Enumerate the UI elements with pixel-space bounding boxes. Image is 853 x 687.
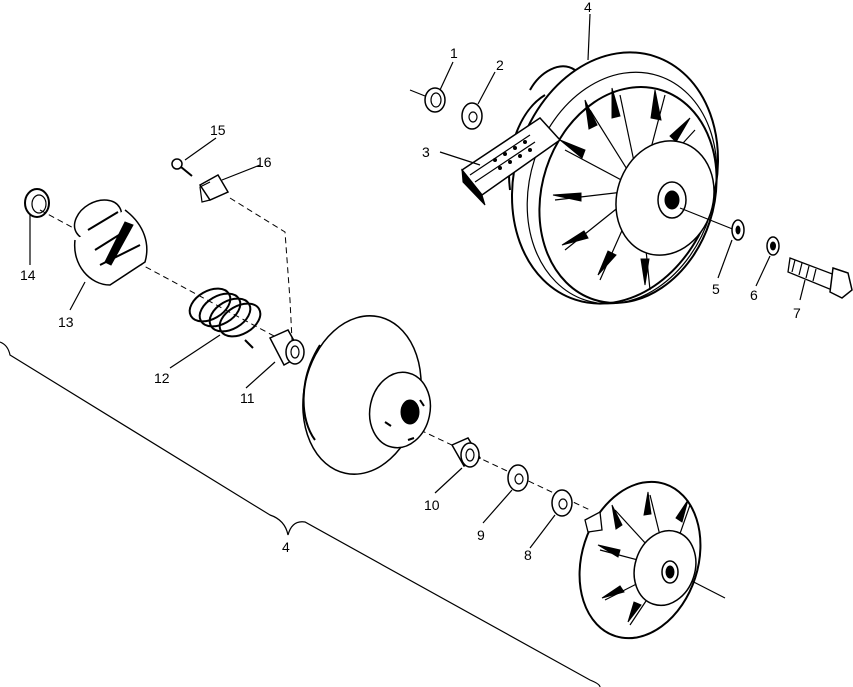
part-14-snap-ring xyxy=(24,188,50,218)
stationary-sheave xyxy=(578,480,702,640)
part-8-washer xyxy=(551,489,573,517)
part-10-bushing xyxy=(450,437,482,468)
callout-4-bottom: 4 xyxy=(282,539,290,555)
callout-2: 2 xyxy=(496,57,504,73)
part-6-lock-washer xyxy=(766,236,780,256)
part-7-bolt xyxy=(787,257,853,299)
callout-7: 7 xyxy=(793,305,801,321)
callout-11: 11 xyxy=(240,390,255,406)
callout-4-top: 4 xyxy=(584,0,592,15)
callout-9: 9 xyxy=(477,527,485,543)
part-13-cam xyxy=(73,199,148,286)
part-1-ring xyxy=(409,87,446,113)
leader-lines xyxy=(29,13,806,549)
part-9-washer xyxy=(507,464,529,492)
callout-6: 6 xyxy=(750,287,758,303)
callout-13: 13 xyxy=(58,314,74,330)
callout-14: 14 xyxy=(20,267,36,283)
drive-belt xyxy=(460,117,562,206)
callout-15: 15 xyxy=(210,122,226,138)
callout-3: 3 xyxy=(422,144,430,160)
callout-5: 5 xyxy=(712,281,720,297)
callout-16: 16 xyxy=(256,154,272,170)
part-12-spring xyxy=(188,287,262,349)
part-11-bushing xyxy=(268,329,305,367)
movable-sheave xyxy=(302,315,432,475)
callout-12: 12 xyxy=(154,370,170,386)
part-2-washer xyxy=(461,102,483,130)
callout-1: 1 xyxy=(450,45,458,61)
assembled-driven-clutch xyxy=(508,51,720,305)
part-15-screw xyxy=(171,158,193,177)
part-16-button xyxy=(198,173,230,203)
callout-10: 10 xyxy=(424,497,440,513)
part-5-washer xyxy=(731,219,745,241)
callout-8: 8 xyxy=(524,547,532,563)
